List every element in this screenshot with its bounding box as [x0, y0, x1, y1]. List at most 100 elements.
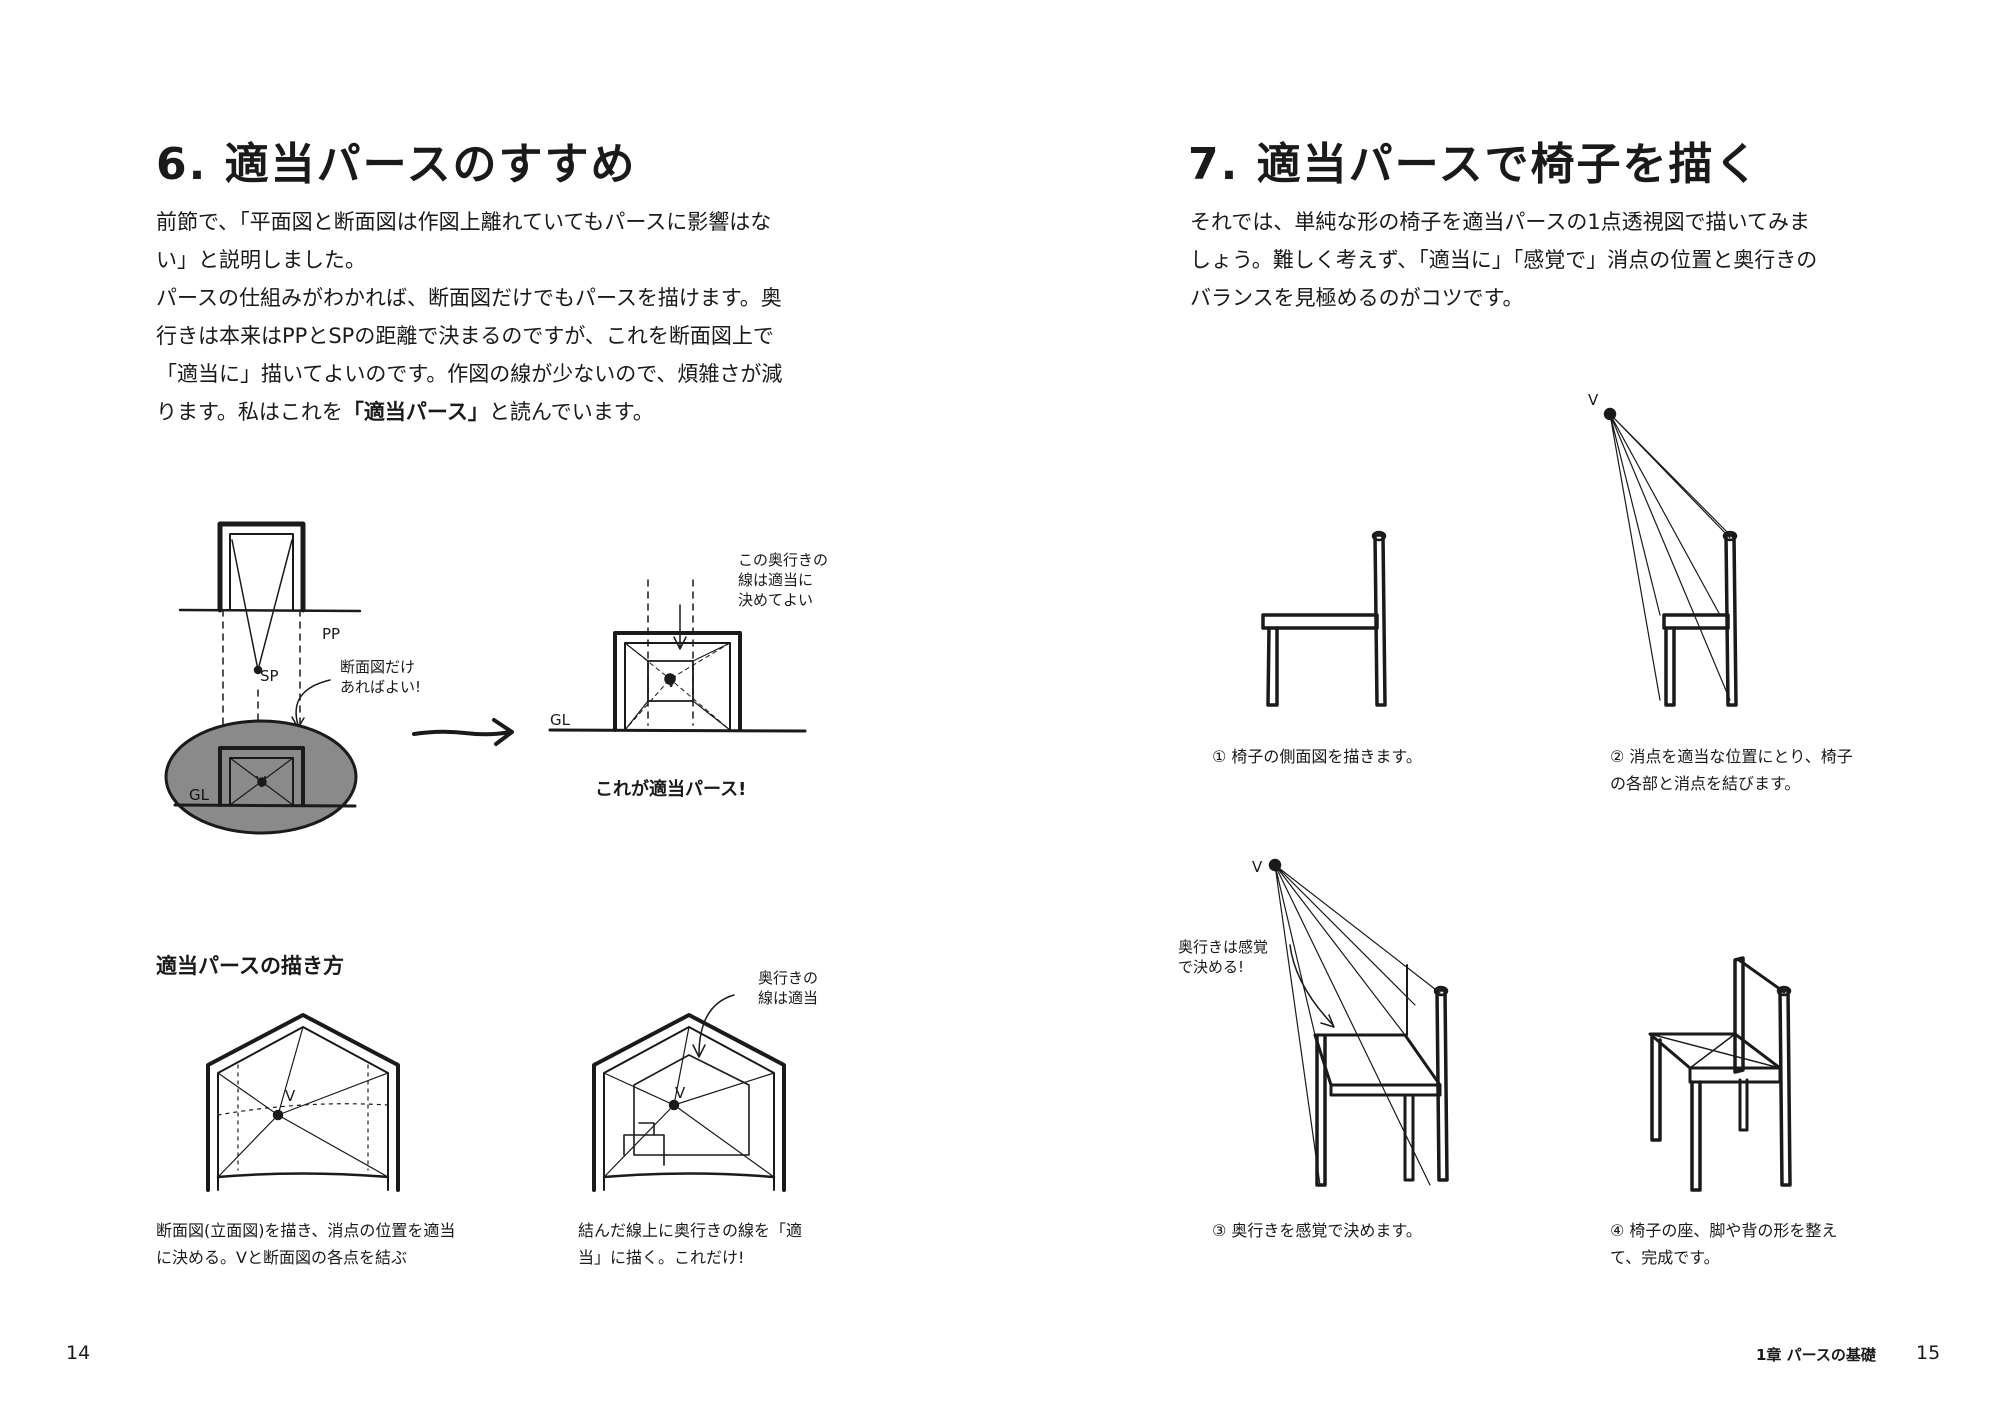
caption-line: の各部と消点を結びます。 [1610, 774, 1801, 793]
plan-section-figure [164, 521, 362, 835]
ground-line-top [178, 608, 362, 613]
furniture [623, 1122, 665, 1166]
caption-line: ② 消点を適当な位置にとり、椅子 [1610, 747, 1853, 766]
v-point [664, 673, 676, 685]
chair-seat-diagonals [1649, 1033, 1781, 1069]
back-wall [647, 660, 694, 702]
sp-point [253, 665, 263, 675]
house-inner [217, 1026, 389, 1191]
paragraph-line: バランスを見極めるのがコツです。 [1190, 286, 1524, 310]
label-line: 線は適当 [758, 989, 819, 1007]
label-v: V [1588, 391, 1599, 409]
caption-step2: 結んだ線上に奥行きの線を「適 当」に描く。これだけ! [578, 1217, 802, 1271]
outer-wall [613, 631, 742, 732]
label-line: あればよい! [340, 678, 422, 696]
v-point [257, 777, 267, 787]
label-line: 断面図だけ [340, 658, 416, 676]
chair-step3-figure [1268, 858, 1449, 1187]
caption-line: に決める。Vと断面図の各点を結ぶ [156, 1248, 407, 1267]
chair-leg-front-left [1650, 1034, 1662, 1142]
section-outline [218, 746, 305, 807]
label-line: この奥行きの [738, 551, 829, 569]
leader-arrow [698, 994, 735, 1056]
v-point [668, 1099, 680, 1111]
chair-seat-front [1688, 1066, 1782, 1084]
left-page-title: 6. 適当パースのすすめ [156, 139, 637, 190]
step4-caption: ④ 椅子の座、脚や背の形を整え て、完成です。 [1610, 1217, 1837, 1271]
label-line: 奥行きは感覚 [1178, 938, 1269, 956]
paragraph-line: 前節で、「平面図と断面図は作図上離れていてもパースに影響はな [156, 210, 772, 234]
chair-seat-front [1329, 1083, 1442, 1097]
step1-caption: ① 椅子の側面図を描きます。 [1212, 747, 1422, 766]
step3-caption: ③ 奥行きを感覚で決めます。 [1212, 1221, 1422, 1240]
v-point [272, 1109, 284, 1121]
vanishing-lines [1609, 413, 1736, 701]
label-depth-lines: 奥行きの 線は適当 [758, 968, 818, 1008]
ground-line-ellipse [173, 803, 357, 808]
chair-back-post [1435, 988, 1449, 1182]
vanishing-lines [603, 1026, 775, 1178]
paragraph-line: パースの仕組みがわかれば、断面図だけでもパースを描けます。奥 [156, 286, 782, 310]
paragraph-line: 「適当に」描いてよいのです。作図の線が少ないので、煩雑さが減 [156, 362, 783, 386]
chair-front-leg [1315, 1035, 1327, 1187]
subheading-how-to: 適当パースの描き方 [156, 954, 344, 978]
house-section-figure-1 [206, 1013, 400, 1192]
chair-back-post [1373, 533, 1387, 707]
house-outer [592, 1013, 786, 1192]
chair-seat [1662, 613, 1730, 630]
term-emphasis: 「適当パース」 [342, 400, 489, 424]
chair-leg-back [1738, 1078, 1749, 1132]
label-depth-by-feel: 奥行きは感覚 で決める! [1178, 937, 1268, 977]
label-v: V [666, 673, 677, 691]
chair-back-post-left [1733, 956, 1745, 1074]
paragraph-line: ります。私はこれを「適当パース」と読んでいます。 [156, 393, 836, 431]
chair-post-top [1722, 530, 1738, 542]
caption-step1: 断面図(立面図)を描き、消点の位置を適当 に決める。Vと断面図の各点を結ぶ [156, 1217, 455, 1271]
chair-back-post [1724, 533, 1738, 707]
chair-step4-figure [1648, 956, 1792, 1192]
depth-dashed-lines [647, 579, 694, 726]
chair-front-leg [1266, 626, 1279, 707]
label-line: 奥行きの [758, 969, 819, 987]
paragraph-line: しょう。難しく考えず、「適当に」「感覚で」消点の位置と奥行きの [1190, 248, 1818, 272]
label-line: で決める! [1178, 958, 1245, 976]
leader-arrowhead [673, 636, 687, 650]
caption-line: て、完成です。 [1610, 1248, 1720, 1267]
chair-leg-front-right [1690, 1080, 1702, 1192]
tekitou-perspective-figure [548, 579, 807, 733]
label-v: V [1252, 858, 1263, 876]
caption-line: 当」に描く。これだけ! [578, 1248, 745, 1267]
label-v: V [256, 773, 267, 791]
vanishing-lines [1274, 864, 1441, 1186]
caption-result: これが適当パース! [595, 779, 747, 800]
chair-seat [1261, 613, 1379, 630]
leader-arrow [1289, 944, 1334, 1026]
right-page-paragraph: それでは、単純な形の椅子を適当パースの1点透視図で描いてみま しょう。難しく考え… [1190, 203, 1870, 317]
perspective-lines [624, 642, 731, 731]
caption-line: 結んだ線上に奥行きの線を「適 [578, 1221, 803, 1240]
label-line: 線は適当に [738, 571, 814, 589]
label-v: V [675, 1084, 686, 1102]
chair-step1-figure [1261, 530, 1387, 707]
label-sp: SP [260, 667, 279, 685]
chair-post-top [1371, 530, 1387, 542]
leader-arrowhead [692, 1044, 706, 1058]
vanishing-lines [217, 1026, 389, 1178]
plan-inner-outline [229, 533, 294, 611]
label-depth-free: この奥行きの 線は適当に 決めてよい [738, 550, 828, 610]
caption-line: ④ 椅子の座、脚や背の形を整え [1610, 1221, 1838, 1240]
paragraph-line: い」と説明しました。 [156, 248, 366, 272]
paragraph-text: ります。私はこれを [156, 400, 343, 424]
page-number-right: 15 [1916, 1342, 1941, 1364]
label-gl: GL [550, 711, 570, 729]
leader-arrow [295, 679, 331, 726]
ground-line [548, 728, 807, 733]
label-gl: GL [189, 786, 209, 804]
caption-line: 断面図(立面図)を描き、消点の位置を適当 [156, 1221, 456, 1240]
label-section-only: 断面図だけ あればよい! [340, 657, 421, 697]
right-arrow-icon [412, 718, 514, 746]
depth-dashes [217, 1064, 389, 1171]
plan-outline [217, 521, 306, 613]
house-floor [216, 1172, 390, 1179]
paragraph-line: それでは、単純な形の椅子を適当パースの1点透視図で描いてみま [1190, 210, 1811, 234]
